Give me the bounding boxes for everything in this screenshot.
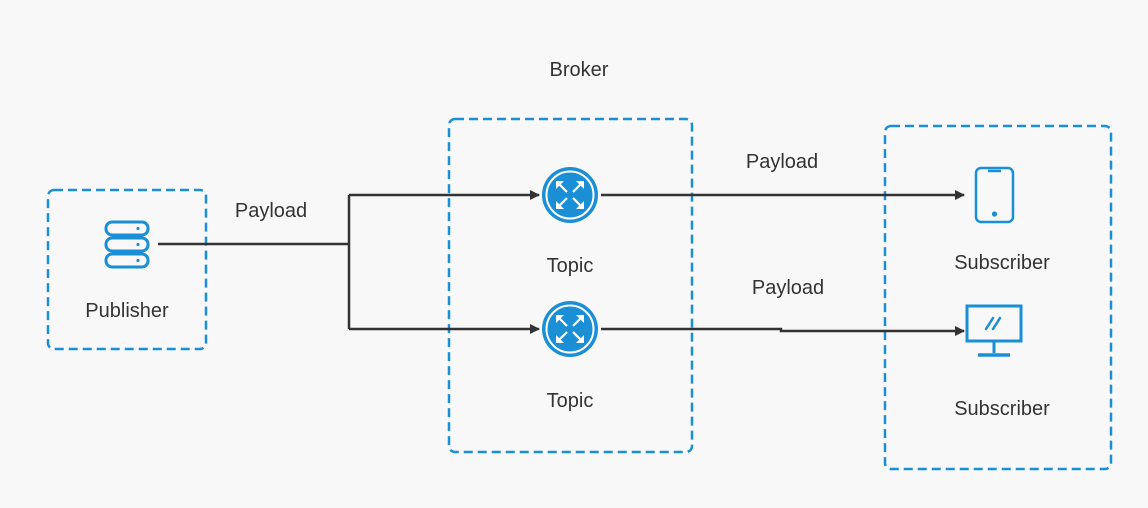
monitor-icon xyxy=(965,304,1023,357)
subscriber-box xyxy=(883,124,1113,471)
topic-label-top: Topic xyxy=(546,255,594,277)
broker-label: Broker xyxy=(549,59,609,81)
subscriber-label-top: Subscriber xyxy=(954,252,1050,274)
topic-label-bottom: Topic xyxy=(546,390,594,412)
router-icon xyxy=(542,167,598,223)
server-stack-icon xyxy=(104,220,150,269)
arrow-to-subscriber-bottom xyxy=(601,326,965,336)
publisher-label: Publisher xyxy=(85,300,169,322)
payload-label-left: Payload xyxy=(234,200,308,222)
router-icon xyxy=(542,301,598,357)
subscriber-label-bottom: Subscriber xyxy=(954,398,1050,420)
broker-box xyxy=(447,117,694,454)
publisher-box xyxy=(46,188,208,351)
mobile-phone-icon xyxy=(974,166,1015,224)
payload-label-right-top: Payload xyxy=(745,151,819,173)
payload-label-right-bottom: Payload xyxy=(751,277,825,299)
